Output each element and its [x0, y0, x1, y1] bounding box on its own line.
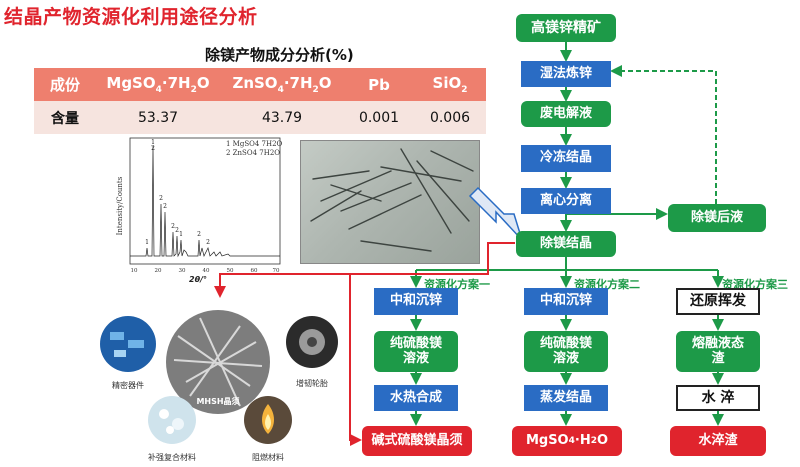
plan2-neutralize-zinc: 中和沉锌: [524, 288, 608, 315]
page-title: 结晶产物资源化利用途径分析: [4, 6, 258, 28]
node-spent-electrolyte: 废电解液: [521, 101, 611, 127]
app-label-flame: 阻燃材料: [252, 452, 284, 462]
svg-text:1: 1: [151, 139, 155, 146]
xrd-tick: 20: [155, 268, 162, 274]
svg-text:2: 2: [163, 203, 167, 210]
app-label-precision: 精密器件: [112, 380, 144, 390]
plan3-molten-slag: 熔融液态渣: [676, 331, 760, 372]
header-cell: ZnSO4·7H2O: [220, 68, 344, 101]
mhsh-whisker-sem-image: [166, 310, 270, 414]
xrd-xlabel: 2θ/°: [189, 275, 207, 284]
xrd-tick: 30: [179, 268, 186, 274]
plan2-pure-mgso4-solution: 纯硫酸镁溶液: [524, 331, 608, 372]
crystal-micrograph: [300, 140, 480, 264]
svg-text:2: 2: [206, 239, 210, 246]
svg-text:1: 1: [179, 231, 183, 238]
xrd-tick: 10: [131, 268, 138, 274]
node-freeze-crystallization: 冷冻结晶: [521, 145, 611, 172]
table-caption: 除镁产物成分分析(%): [205, 46, 354, 64]
plan-2-label: 资源化方案二: [574, 278, 640, 291]
xrd-pattern: Intensity/Counts 1 MgSO4 7H2O 2 ZnSO4 7H…: [116, 137, 283, 284]
row-cell: 0.001: [344, 101, 414, 134]
header-cell: 成份: [34, 68, 96, 101]
header-cell: Pb: [344, 68, 414, 101]
svg-text:2: 2: [159, 195, 163, 202]
row-cell: 0.006: [414, 101, 486, 134]
plan1-neutralize-zinc: 中和沉锌: [374, 288, 458, 315]
app-label-composite: 补强复合材料: [148, 452, 196, 462]
xrd-tick: 50: [227, 268, 234, 274]
plan-1-label: 资源化方案一: [424, 278, 490, 291]
plan1-basic-mgso4-whisker: 碱式硫酸镁晶须: [362, 426, 472, 456]
svg-text:2: 2: [175, 227, 179, 234]
svg-text:2: 2: [197, 231, 201, 238]
xrd-ylabel: Intensity/Counts: [116, 176, 124, 235]
row-cell: 53.37: [96, 101, 220, 134]
precision-device-image: [100, 316, 156, 372]
composition-table: 成份 MgSO4·7H2O ZnSO4·7H2O Pb SiO2 含量 53.3…: [34, 68, 486, 134]
table-row: 含量 53.37 43.79 0.001 0.006: [34, 101, 486, 134]
applications-cluster: 精密器件 MHSH晶须 增韧轮胎 补强复合材料 阻燃材料: [100, 310, 338, 462]
svg-text:2: 2: [171, 223, 175, 230]
node-hydrometallurgy: 湿法炼锌: [521, 61, 611, 87]
row-cell: 43.79: [220, 101, 344, 134]
svg-text:2: 2: [151, 145, 155, 152]
flame-retardant-image: [244, 396, 292, 444]
row-cell: 含量: [34, 101, 96, 134]
xrd-tick: 60: [251, 268, 258, 274]
plan1-hydrothermal-synthesis: 水热合成: [374, 385, 458, 411]
plan1-pure-mgso4-solution: 纯硫酸镁溶液: [374, 331, 458, 372]
composite-material-image: [148, 396, 196, 444]
plan3-water-quenched-slag: 水淬渣: [670, 426, 766, 456]
app-center-label: MHSH晶须: [196, 396, 239, 406]
table-header-row: 成份 MgSO4·7H2O ZnSO4·7H2O Pb SiO2: [34, 68, 486, 101]
node-mg-removal-crystal: 除镁结晶: [516, 231, 616, 257]
app-label-tire: 增韧轮胎: [296, 378, 328, 388]
node-centrifugal-separation: 离心分离: [521, 188, 611, 214]
plan-3-label: 资源化方案三: [722, 278, 788, 291]
xrd-tick: 70: [273, 268, 280, 274]
xrd-legend-1: 1 MgSO4 7H2O: [226, 140, 283, 148]
xrd-tick: 40: [203, 268, 210, 274]
node-post-mg-liquor: 除镁后液: [668, 204, 766, 232]
header-cell: MgSO4·7H2O: [96, 68, 220, 101]
xrd-legend-2: 2 ZnSO4 7H2O: [226, 149, 280, 157]
tire-image: [286, 316, 338, 368]
plan3-water-quench: 水 淬: [676, 385, 760, 411]
plan2-evaporative-crystallization: 蒸发结晶: [524, 385, 608, 411]
header-cell: SiO2: [414, 68, 486, 101]
node-high-mg-zinc-concentrate: 高镁锌精矿: [516, 14, 616, 42]
svg-text:1: 1: [145, 239, 149, 246]
plan3-reduction-volatilization: 还原挥发: [676, 288, 760, 315]
